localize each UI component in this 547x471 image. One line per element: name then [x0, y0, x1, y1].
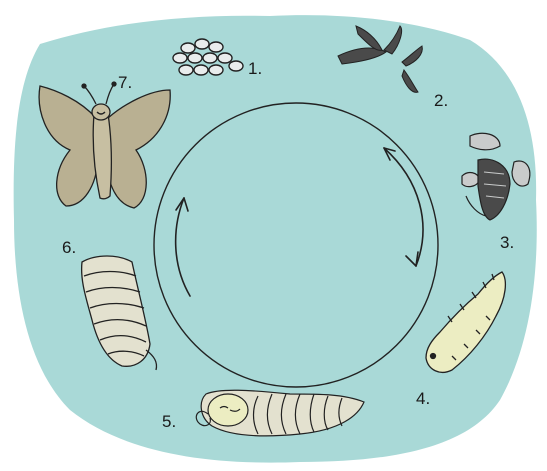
- stage-1-label: 1.: [248, 59, 262, 78]
- stage-7-label: 7.: [118, 73, 132, 92]
- stage-6-label: 6.: [62, 238, 76, 257]
- stage-2-label: 2.: [434, 91, 448, 110]
- stage-3-label: 3.: [500, 233, 514, 252]
- stage-4-label: 4.: [416, 389, 430, 408]
- stage-5-label: 5.: [162, 412, 176, 431]
